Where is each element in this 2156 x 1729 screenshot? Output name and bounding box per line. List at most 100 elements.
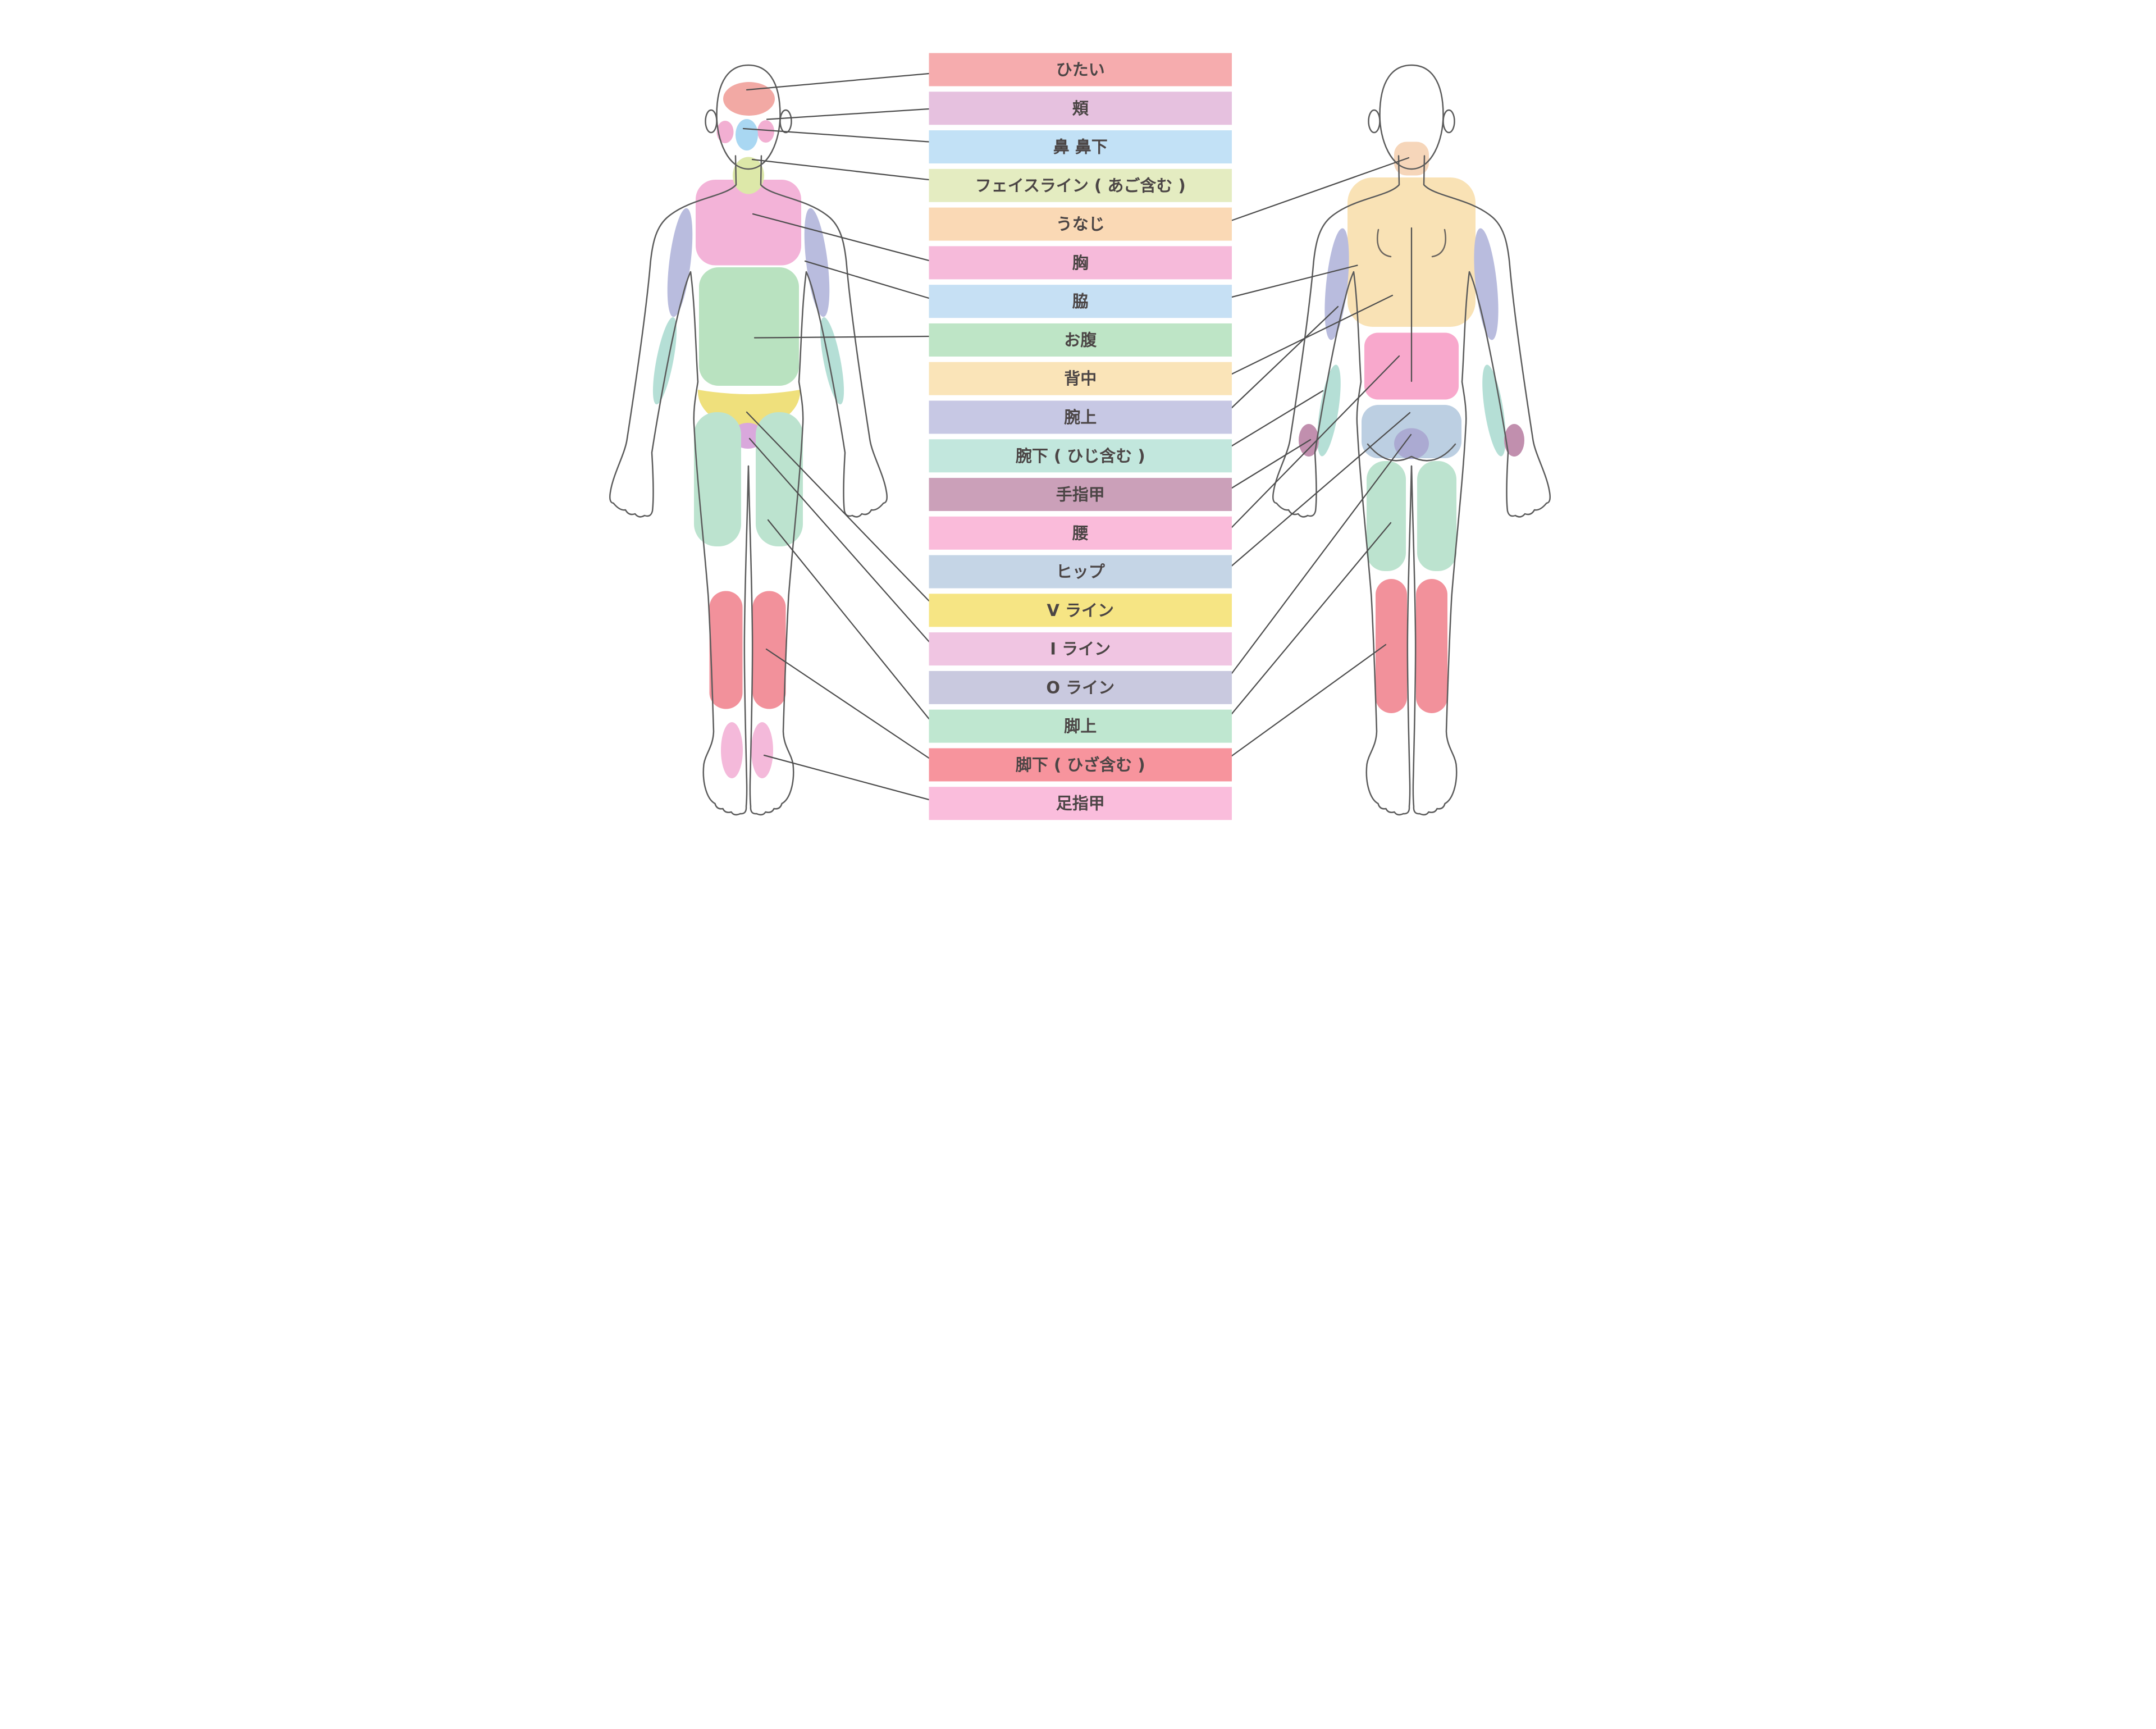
leader-v-line xyxy=(746,411,930,602)
label-band-ude-shita: 腕下 ( ひじ含む ) xyxy=(929,439,1232,473)
label-band-waki-text: 脇 xyxy=(1072,292,1089,311)
leader-ude-shita xyxy=(1231,390,1324,447)
label-band-te-yubi-ko-text: 手指甲 xyxy=(1056,485,1105,504)
label-band-hitai-swatch xyxy=(929,53,1232,86)
front-chest-region xyxy=(696,180,801,266)
leader-koshi xyxy=(1231,355,1400,528)
back-calf-right-region xyxy=(1416,579,1447,713)
leader-ashi-ue-back xyxy=(1231,522,1392,715)
label-band-hip-text: ヒップ xyxy=(1056,562,1106,581)
label-band-face-line-text: フェイスライン ( あご含む ) xyxy=(975,176,1186,195)
label-band-senaka: 背中 xyxy=(929,362,1232,395)
label-band-o-line-swatch xyxy=(929,670,1232,704)
back-calf-left-region xyxy=(1376,579,1407,713)
label-band-mune: 胸 xyxy=(929,246,1232,280)
leader-i-line xyxy=(748,437,930,642)
label-band-hoho: 頬 xyxy=(929,92,1232,125)
back-upper-arm-right-region xyxy=(1474,228,1499,340)
leader-senaka xyxy=(1231,294,1394,375)
back-forearm-right-region xyxy=(1482,364,1506,457)
label-band-onaka-swatch xyxy=(929,323,1232,357)
label-band-face-line-swatch xyxy=(929,168,1232,202)
back-o-line-region xyxy=(1394,428,1429,459)
label-band-ude-shita-swatch xyxy=(929,439,1232,473)
label-band-ashi-yubi-ko: 足指甲 xyxy=(929,787,1232,820)
leader-waki-back xyxy=(1231,264,1358,298)
label-band-ashi-ue: 脚上 xyxy=(929,709,1232,743)
label-band-face-line: フェイスライン ( あご含む ) xyxy=(929,168,1232,202)
front-foot-left-region xyxy=(721,722,743,778)
label-band-hana-hanashita-text: 鼻 鼻下 xyxy=(1053,138,1108,157)
label-band-v-line-text: V ライン xyxy=(1047,601,1114,620)
leader-onaka xyxy=(753,335,930,339)
leader-ashi-ue-front xyxy=(767,519,930,720)
label-band-hoho-text: 頬 xyxy=(1072,99,1089,118)
front-foot-right-region xyxy=(751,722,773,778)
leader-lines xyxy=(742,72,1412,801)
label-band-ude-shita-text: 腕下 ( ひじ含む ) xyxy=(1016,446,1145,466)
leader-hitai xyxy=(746,72,930,91)
label-band-i-line-text: I ライン xyxy=(1050,640,1111,659)
label-band-mune-swatch xyxy=(929,246,1232,280)
label-band-o-line: O ライン xyxy=(929,670,1232,704)
back-upper-arm-left-region xyxy=(1324,228,1349,340)
front-upper-arm-right-region xyxy=(804,208,830,317)
label-band-koshi-swatch xyxy=(929,516,1232,550)
front-thigh-left-region xyxy=(694,412,741,546)
back-thigh-right-region xyxy=(1417,461,1456,571)
front-colored-regions xyxy=(652,82,844,778)
label-band-hip-swatch xyxy=(929,555,1232,589)
shoulder-blade-left xyxy=(1377,229,1392,258)
leader-waki-front xyxy=(804,260,930,299)
label-band-senaka-swatch xyxy=(929,362,1232,395)
leader-unaji xyxy=(1231,157,1410,221)
label-band-mune-text: 胸 xyxy=(1072,253,1089,272)
label-band-unaji-text: うなじ xyxy=(1056,215,1105,234)
front-forehead-region xyxy=(723,82,775,116)
leader-ashi-shita-front xyxy=(765,648,930,759)
leader-mune xyxy=(752,213,930,262)
back-hand-right-region xyxy=(1504,424,1524,457)
front-face-line-region xyxy=(733,157,764,194)
label-band-koshi: 腰 xyxy=(929,516,1232,550)
label-band-ashi-yubi-ko-text: 足指甲 xyxy=(1056,794,1105,813)
label-band-ashi-shita: 脚下 ( ひざ含む ) xyxy=(929,748,1232,782)
leader-hana-hanashita xyxy=(742,127,930,143)
label-band-senaka-text: 背中 xyxy=(1064,369,1097,388)
label-band-i-line-swatch xyxy=(929,632,1232,666)
front-nose-region xyxy=(736,119,758,150)
front-forearm-left-region xyxy=(652,317,677,405)
label-band-hana-hanashita-swatch xyxy=(929,130,1232,164)
label-band-hoho-swatch xyxy=(929,92,1232,125)
leader-ashi-yubi-ko xyxy=(763,754,930,801)
label-band-ashi-yubi-ko-swatch xyxy=(929,787,1232,820)
label-band-unaji-swatch xyxy=(929,207,1232,241)
figure-back xyxy=(1272,64,1551,816)
back-thigh-left-region xyxy=(1367,461,1406,571)
front-upper-arm-left-region xyxy=(667,208,693,317)
label-band-koshi-text: 腰 xyxy=(1072,523,1089,542)
label-band-ude-ue-text: 腕上 xyxy=(1064,408,1097,427)
label-band-te-yubi-ko: 手指甲 xyxy=(929,478,1232,512)
label-band-ashi-ue-text: 脚上 xyxy=(1064,717,1097,736)
front-shin-right-region xyxy=(752,591,786,709)
label-band-hitai: ひたい xyxy=(929,53,1232,86)
label-band-ashi-ue-swatch xyxy=(929,709,1232,743)
label-band-te-yubi-ko-swatch xyxy=(929,478,1232,512)
label-band-ashi-shita-swatch xyxy=(929,748,1232,782)
buttock-crease xyxy=(1367,443,1456,462)
leader-ude-ue xyxy=(1231,305,1339,409)
label-band-onaka-text: お腹 xyxy=(1064,330,1097,349)
back-anatomy-details xyxy=(1367,227,1456,462)
label-band-onaka: お腹 xyxy=(929,323,1232,357)
label-band-ude-ue-swatch xyxy=(929,400,1232,434)
front-belly-region xyxy=(699,267,799,386)
label-band-unaji: うなじ xyxy=(929,207,1232,241)
label-band-ashi-shita-text: 脚下 ( ひざ含む ) xyxy=(1016,755,1145,774)
leader-ashi-shita-back xyxy=(1231,644,1387,757)
label-band-waki: 脇 xyxy=(929,285,1232,318)
leader-hip xyxy=(1231,412,1411,567)
leader-face-line xyxy=(751,158,930,181)
label-band-ude-ue: 腕上 xyxy=(929,400,1232,434)
